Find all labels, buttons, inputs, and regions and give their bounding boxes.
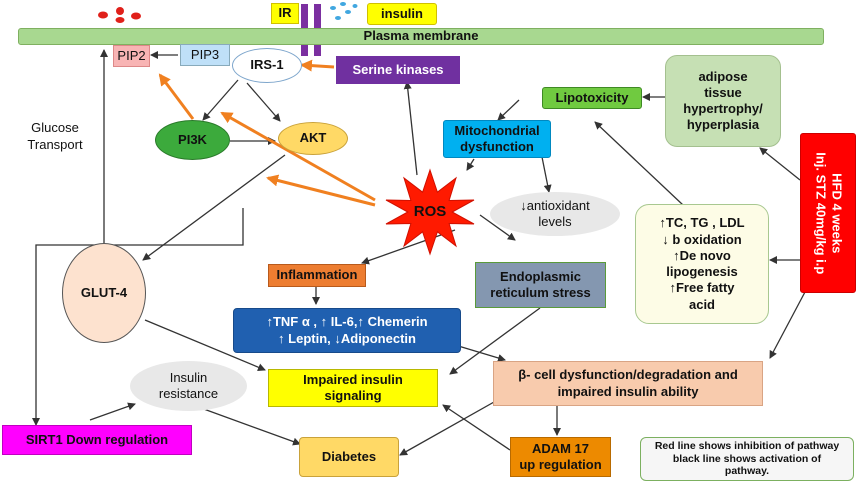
lipotoxicity-node: Lipotoxicity — [542, 87, 642, 109]
pathway-legend: Red line shows inhibition of pathway bla… — [640, 437, 854, 481]
irs1-text: IRS-1 — [250, 57, 284, 73]
impaired-signaling-line2: signaling — [324, 388, 382, 403]
mito-line2: dysfunction — [460, 139, 534, 154]
hfd-treatment-node: HFD 4 weeks Inj. STZ 40mg/kg i.p — [800, 133, 856, 293]
cytokines-line1: ↑TNF α , ↑ IL-6,↑ Chemerin — [266, 314, 428, 330]
cytokines-line2: ↑ Leptin, ↓Adiponectin — [278, 330, 416, 346]
adipose-line3: hypertrophy/ — [683, 101, 763, 116]
adipose-line1: adipose — [698, 68, 748, 84]
legend-line2: black line shows activation of — [672, 452, 822, 465]
ros-burst-shape — [385, 168, 475, 256]
antioxidant-levels-node: ↓antioxidant levels — [490, 192, 620, 236]
blue-droplets-icon — [330, 2, 358, 20]
lipid-line2: ↓ b oxidation — [662, 231, 742, 247]
lipid-profile-node: ↑TC, TG , LDL ↓ b oxidation ↑De novo lip… — [635, 204, 769, 324]
glucose-transport-label: Glucose Transport — [10, 120, 100, 154]
insulin-resistance-node: Insulin resistance — [130, 361, 247, 411]
pip3-text: PIP3 — [190, 46, 220, 62]
lipid-line5: ↑Free fatty — [669, 280, 735, 296]
serine-kinases-text: Serine kinases — [352, 61, 444, 77]
adipose-line2: tissue — [704, 84, 742, 100]
adam17-line1: ADAM 17 — [531, 440, 590, 456]
diabetes-text: Diabetes — [321, 448, 377, 464]
plasma-membrane-label: Plasma membrane — [363, 28, 479, 44]
lipid-line4: lipogenesis — [666, 264, 738, 279]
lipotoxicity-text: Lipotoxicity — [555, 89, 629, 105]
lipid-line1: ↑TC, TG , LDL — [659, 215, 745, 231]
adipose-line4: hyperplasia — [686, 117, 760, 133]
glucose-transport-line2: Transport — [27, 136, 83, 152]
mito-line1: Mitochondrial — [454, 122, 540, 138]
beta-cell-dysfunction-node: β- cell dysfunction/degradation and impa… — [493, 361, 763, 406]
serine-kinases-node: Serine kinases — [336, 56, 460, 84]
antioxidant-line2: levels — [538, 214, 572, 229]
akt-node: AKT — [278, 122, 348, 155]
diabetes-node: Diabetes — [299, 437, 399, 477]
impaired-signaling-line1: Impaired insulin — [303, 371, 403, 387]
er-stress-line2: reticulum stress — [490, 285, 591, 300]
pi3k-text: PI3K — [178, 131, 207, 147]
adam17-line2: up regulation — [519, 457, 602, 472]
er-stress-line1: Endoplasmic — [500, 268, 581, 284]
inflammation-text: Inflammation — [276, 267, 358, 283]
glut4-text: GLUT-4 — [80, 284, 128, 300]
cytokines-node: ↑TNF α , ↑ IL-6,↑ Chemerin ↑ Leptin, ↓Ad… — [233, 308, 461, 353]
lipid-line6: acid — [688, 296, 715, 312]
er-stress-node: Endoplasmic reticulum stress — [475, 262, 606, 308]
sirt1-text: SIRT1 Down regulation — [25, 431, 169, 447]
legend-line3: pathway. — [724, 465, 770, 478]
insulin-text: insulin — [381, 5, 423, 21]
ros-text: ROS — [413, 202, 447, 220]
akt-text: AKT — [299, 130, 327, 146]
glucose-transport-line1: Glucose — [31, 120, 79, 135]
antioxidant-line1: ↓antioxidant — [520, 197, 590, 213]
ros-node: ROS — [410, 200, 450, 224]
pi3k-node: PI3K — [155, 120, 230, 160]
pip2-node: PIP2 — [113, 45, 150, 67]
inhibition-arrows — [158, 59, 376, 207]
plasma-membrane: Plasma membrane — [18, 28, 824, 45]
hfd-line2: Inj. STZ 40mg/kg i.p — [813, 151, 829, 275]
adam17-upregulation-node: ADAM 17 up regulation — [510, 437, 611, 477]
pip2-text: PIP2 — [117, 47, 146, 63]
pip3-node: PIP3 — [180, 44, 230, 66]
sirt1-downregulation-node: SIRT1 Down regulation — [2, 425, 192, 455]
beta-cell-line1: β- cell dysfunction/degradation and — [518, 367, 738, 383]
beta-cell-line2: impaired insulin ability — [557, 383, 699, 399]
insulin-resistance-line2: resistance — [158, 386, 219, 401]
hfd-line1: HFD 4 weeks — [829, 172, 845, 254]
adipose-tissue-node: adipose tissue hypertrophy/ hyperplasia — [665, 55, 781, 147]
irs1-node: IRS-1 — [232, 48, 302, 83]
insulin-label: insulin — [367, 3, 437, 25]
ir-text: IR — [278, 5, 292, 21]
ir-label: IR — [271, 3, 299, 24]
insulin-resistance-line1: Insulin — [169, 369, 208, 385]
lipid-line3: ↑De novo — [673, 247, 731, 263]
glut4-node: GLUT-4 — [62, 243, 146, 343]
hfd-rotated-text: HFD 4 weeks Inj. STZ 40mg/kg i.p — [812, 151, 845, 275]
impaired-insulin-signaling-node: Impaired insulin signaling — [268, 369, 438, 407]
legend-line1: Red line shows inhibition of pathway — [654, 440, 840, 453]
mitochondrial-dysfunction-node: Mitochondrial dysfunction — [443, 120, 551, 158]
activation-arrows — [32, 49, 806, 456]
inflammation-node: Inflammation — [268, 264, 366, 287]
red-droplets-icon — [98, 7, 141, 23]
